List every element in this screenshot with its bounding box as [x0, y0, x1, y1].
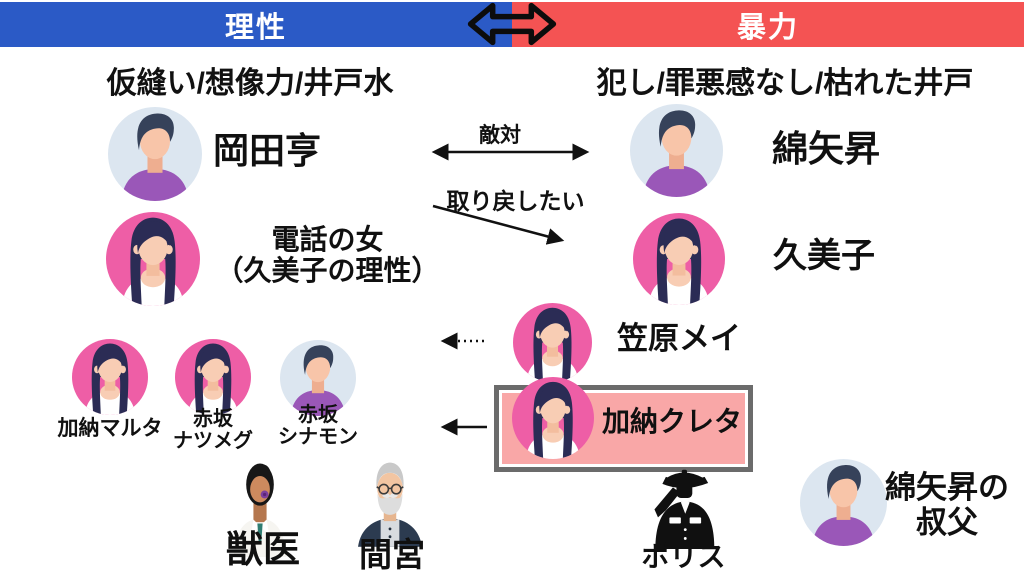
uncle-name-line1: 綿矢昇の	[885, 470, 1009, 505]
subtitle-violence: 犯し/罪悪感なし/枯れた井戸	[596, 67, 974, 100]
wataya-avatar male-avatar	[630, 104, 723, 197]
phone-woman-name-line2: （久美子の理性）	[215, 255, 440, 287]
kasahara-avatar female-avatar	[513, 303, 592, 382]
malta-avatar female-avatar	[72, 339, 148, 415]
malta-name: 加納マルタ	[57, 417, 163, 440]
uncle-name-line2: 叔父	[916, 504, 978, 540]
phone-woman-avatar female-avatar	[106, 212, 200, 306]
header-bar-violence: 暴力	[512, 2, 1024, 47]
cinnamon-name-line2: シナモン	[278, 426, 358, 449]
okada-avatar male-avatar	[108, 107, 202, 201]
boris-name: ボリス	[641, 541, 726, 572]
wataya-name: 綿矢昇	[772, 128, 881, 169]
nutmeg-name: 赤坂 ナツメグ	[160, 408, 266, 453]
cinnamon-name-line1: 赤坂	[298, 404, 338, 426]
header-label-violence: 暴力	[736, 11, 799, 44]
mamiya-name: 間宮	[359, 536, 425, 573]
nutmeg-name-line1: 赤坂	[193, 408, 233, 430]
kumiko-name: 久美子	[773, 237, 875, 275]
hostility-label: 敵対	[479, 124, 521, 147]
nutmeg-avatar female-avatar	[175, 339, 251, 415]
subtitle-reason: 仮縫い/想像力/井戸水	[106, 67, 394, 100]
header-label-reason: 理性	[224, 11, 287, 44]
creta-avatar female-avatar	[512, 377, 594, 459]
boris-avatar saluting-soldier-silhouette	[637, 461, 730, 549]
kasahara-name: 笠原メイ	[617, 321, 741, 356]
uncle-name: 綿矢昇の 叔父	[874, 470, 1020, 540]
mamiya-avatar old-man-avatar	[351, 457, 429, 547]
phone-woman-name-line1: 電話の女	[271, 224, 384, 255]
nutmeg-name-line2: ナツメグ	[173, 430, 253, 453]
header-bar-reason: 理性	[0, 2, 512, 47]
vet-name: 獣医	[226, 529, 300, 570]
creta-name: 加納クレタ	[601, 406, 742, 437]
cinnamon-name: 赤坂 シナモン	[262, 404, 374, 449]
okada-name: 岡田亨	[213, 130, 322, 171]
phone-woman-name: 電話の女 （久美子の理性）	[200, 224, 455, 287]
kumiko-avatar female-avatar	[633, 213, 725, 305]
take-back-label: 取り戻したい	[446, 188, 585, 214]
left-right-double-arrow-icon	[467, 2, 557, 46]
